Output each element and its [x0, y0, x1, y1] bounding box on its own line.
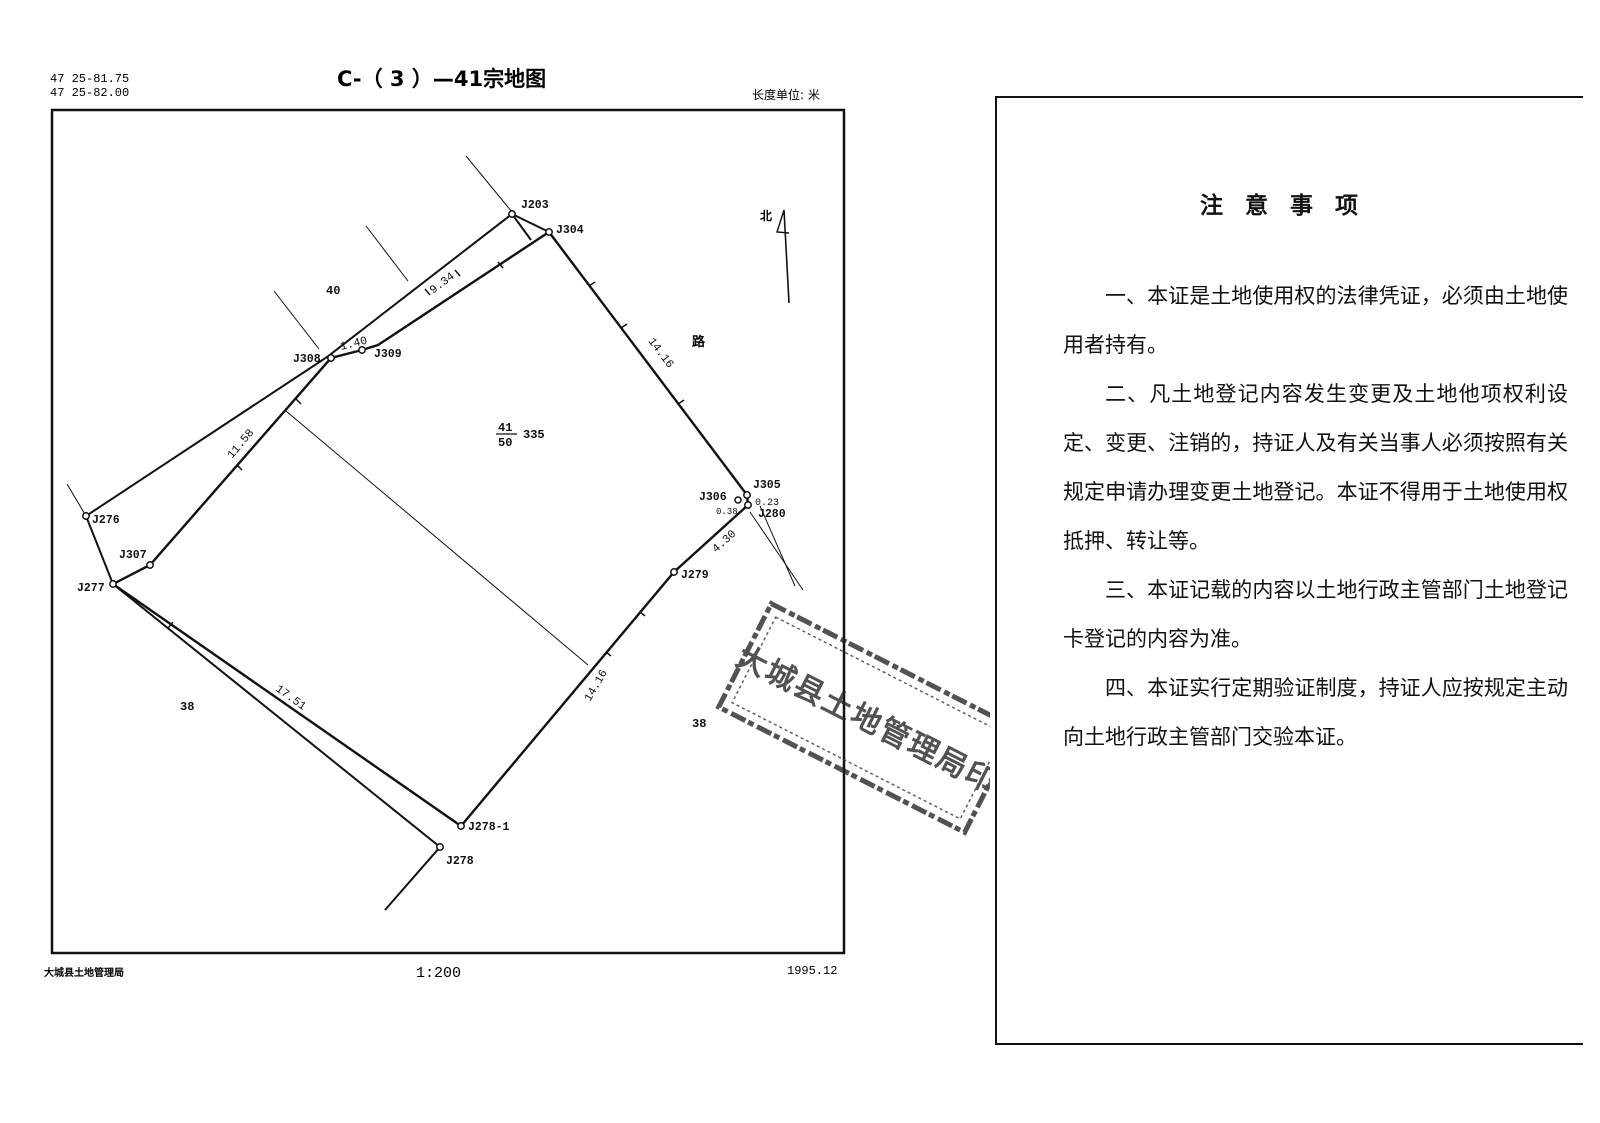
edge-label-11.58: 11.58: [225, 427, 257, 462]
label-J276: J276: [92, 514, 120, 527]
map-title: C-（ 3 ）—41宗地图: [337, 67, 546, 91]
point-J276: [82, 512, 90, 520]
map-frame: [50, 108, 846, 955]
parcel-area: 335: [523, 428, 545, 442]
point-J305: [743, 491, 751, 499]
point-J304: [545, 228, 553, 236]
edge-label-0.38: 0.38: [716, 507, 738, 517]
point-J278-1: [457, 822, 465, 830]
neighbor-lines: [66, 155, 804, 666]
outer-boundary-top: [511, 213, 532, 241]
notice-item-2: 二、凡土地登记内容发生变更及土地他项权利设定、变更、注销的，持证人及有关当事人必…: [1063, 382, 1568, 553]
notice-title: 注意事项: [1200, 192, 1380, 219]
north-arrow: 北: [760, 208, 790, 304]
boundary-points: [82, 210, 752, 851]
point-J278: [436, 843, 444, 851]
notice-item-4: 四、本证实行定期验证制度，持证人应按规定主动向土地行政主管部门交验本证。: [1063, 676, 1568, 749]
road-label: 路: [692, 334, 706, 350]
north-arrow-head: [776, 209, 790, 234]
point-J308: [327, 354, 335, 362]
neighbor-38-left: 38: [180, 700, 194, 714]
notice-panel: 注意事项 一、本证是土地使用权的法律凭证，必须由土地使用者持有。 二、凡土地登记…: [995, 96, 1583, 1045]
notice-body: 一、本证是土地使用权的法律凭证，必须由土地使用者持有。 二、凡土地登记内容发生变…: [1063, 272, 1568, 762]
label-J203: J203: [521, 199, 549, 212]
point-J277: [109, 580, 117, 588]
point-J280: [744, 501, 752, 509]
edge-label-14.16-bottom: 14.16: [582, 668, 611, 704]
point-J306: [734, 496, 742, 504]
neighbor-40: 40: [326, 284, 340, 298]
point-J279: [670, 568, 678, 576]
boundary-ticks: [167, 261, 685, 657]
neighbor-38-right: 38: [692, 717, 706, 731]
agency-label: 大城县土地管理局: [44, 966, 124, 979]
point-J307: [146, 561, 154, 569]
north-label: 北: [760, 208, 772, 223]
map-coord-1: 47 25-81.75: [50, 72, 129, 86]
north-arrow-shaft: [783, 209, 790, 304]
date-label: 1995.12: [787, 964, 837, 978]
label-J308: J308: [293, 353, 321, 366]
outer-boundary: [84, 213, 513, 911]
edge-label-9.34: 9.34: [428, 270, 458, 297]
label-J309: J309: [374, 348, 402, 361]
parcel-number: 41: [498, 421, 512, 435]
point-J203: [508, 210, 516, 218]
point-J309: [358, 346, 366, 354]
label-J307: J307: [119, 549, 147, 562]
label-J306: J306: [699, 491, 727, 504]
edge-label-4.30: 4.30: [710, 528, 739, 556]
parcel-land-class: 50: [498, 436, 512, 450]
label-J279: J279: [681, 569, 709, 582]
scale-label: 1:200: [416, 965, 461, 982]
parcel-map: 47 25-81.75 47 25-82.00 C-（ 3 ）—41宗地图 长度…: [44, 67, 990, 982]
notice-item-3: 三、本证记载的内容以土地行政主管部门土地登记卡登记的内容为准。: [1063, 578, 1568, 651]
map-coord-2: 47 25-82.00: [50, 86, 129, 100]
parcel-edge-inner: [511, 213, 550, 233]
label-J277: J277: [77, 582, 105, 595]
unit-label: 长度单位: 米: [752, 87, 820, 102]
official-stamp: 大城县土地管理局印: [715, 600, 990, 836]
label-J280: J280: [758, 508, 786, 521]
label-J304: J304: [556, 224, 584, 237]
label-J278-1: J278-1: [468, 821, 510, 834]
label-J278: J278: [446, 855, 474, 868]
parcel-boundary: [110, 230, 750, 828]
stamp-text: 大城县土地管理局印: [731, 639, 990, 801]
notice-item-1: 一、本证是土地使用权的法律凭证，必须由土地使用者持有。: [1063, 284, 1568, 357]
label-J305: J305: [753, 479, 781, 492]
edge-label-0.23: 0.23: [755, 498, 779, 509]
